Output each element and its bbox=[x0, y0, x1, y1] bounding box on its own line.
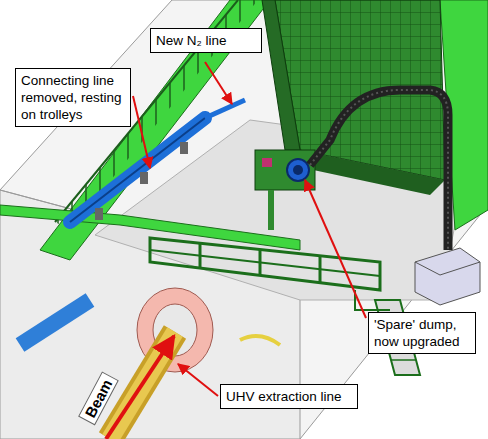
callout-box: UHV extraction line bbox=[220, 384, 358, 409]
callout-text: 'Spare' dump, now upgraded bbox=[374, 316, 470, 350]
callout-box: New N₂ line bbox=[150, 28, 262, 53]
callout-text: New N₂ line bbox=[156, 32, 256, 49]
callout-box: Connecting line removed, resting on trol… bbox=[15, 68, 131, 127]
callout-box: 'Spare' dump, now upgraded bbox=[368, 312, 476, 354]
callout-text: Connecting line removed, resting on trol… bbox=[21, 72, 125, 123]
callout-text: UHV extraction line bbox=[226, 388, 352, 405]
